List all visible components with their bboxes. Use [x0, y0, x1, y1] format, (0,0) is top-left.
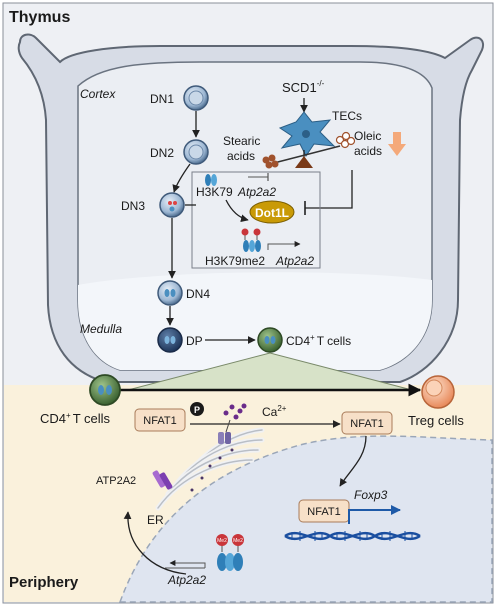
treg-cell [421, 375, 455, 409]
oleic-label-2: acids [354, 144, 382, 158]
dp-cell [157, 327, 183, 353]
calcium-label: Ca2+ [262, 404, 287, 419]
stearic-label-2: acids [227, 149, 255, 163]
nfat1-left-box [134, 408, 186, 432]
dot1l-methylation-arrow [225, 199, 249, 223]
atp2a2-gene-arrow [169, 560, 206, 568]
nucleosome-methylated-icon [241, 228, 261, 252]
nucleosome-top-icon [205, 174, 217, 186]
treg-label: Treg cells [408, 413, 464, 428]
stearic-label-1: Stearic [223, 134, 260, 148]
medulla-label: Medulla [80, 322, 122, 336]
dp-label: DP [186, 334, 203, 348]
dot1l-label: Dot1L [255, 206, 289, 220]
oleic-label-1: Oleic [354, 129, 381, 143]
oleic-decrease-arrow [388, 132, 406, 156]
h3k79-label: H3K79 [196, 185, 233, 199]
nfat1-mid-label: NFAT1 [350, 418, 383, 430]
cd4-thymus-cell [257, 327, 283, 353]
atp2a2-expression-arrow [123, 511, 187, 575]
dot1l-enzyme [249, 200, 295, 224]
calcium-release-line [225, 419, 231, 433]
dn1-cell [183, 85, 209, 111]
foxp3-activation-arrow [348, 505, 401, 524]
fulcrum-triangle [295, 156, 313, 168]
me2-label-1: Me2 [217, 538, 227, 544]
dn4-cell [157, 280, 183, 306]
ip3-channel-icon [218, 432, 231, 444]
er-label: ER [147, 513, 164, 527]
cd4-periphery-cell [89, 374, 121, 406]
dna-helix [284, 531, 421, 541]
atp2a2-gene-label: Atp2a2 [167, 573, 206, 587]
atp2a2-pump-icon [152, 470, 173, 490]
nfat1-nucleus-label: NFAT1 [307, 506, 340, 518]
atp2a2-bottom-label: Atp2a2 [275, 254, 314, 268]
dn2-label: DN2 [150, 146, 174, 160]
epigenetic-box [191, 171, 321, 269]
er-lumen-calcium [190, 448, 234, 492]
tec-nucleus [302, 130, 310, 138]
me2-label-2: Me2 [233, 538, 243, 544]
nfat1-mid-box [341, 411, 393, 435]
tecs-label: TECs [332, 109, 362, 123]
cd4-periphery-label: CD4+T cells [40, 411, 111, 426]
atp2a2-protein-label: ATP2A2 [96, 475, 136, 487]
stearic-acid-cluster [262, 154, 279, 169]
balance-beam [269, 145, 341, 165]
dn3-label: DN3 [121, 199, 145, 213]
periphery-label: Periphery [9, 574, 79, 591]
h3k79me2-label: H3K79me2 [205, 254, 265, 268]
phospho-label: P [194, 405, 200, 415]
scd1-label: SCD1-/- [282, 79, 325, 95]
dn1-label: DN1 [150, 92, 174, 106]
dn4-label: DN4 [186, 287, 210, 301]
dn3-cell [159, 192, 185, 218]
dn2-cell [183, 139, 209, 165]
foxp3-label: Foxp3 [354, 488, 388, 502]
phospho-badge [190, 402, 204, 416]
calcium-ions [223, 403, 247, 420]
atp2a2-activation-arrow [267, 241, 301, 250]
dn2-to-dn3-arrow [172, 163, 191, 193]
cd4-thymus-label: CD4+T cells [286, 333, 351, 348]
nfat1-left-label: NFAT1 [143, 415, 176, 427]
atp2a2-top-label: Atp2a2 [237, 185, 276, 199]
oleic-acid-cluster [335, 131, 356, 149]
medulla-region [78, 272, 432, 370]
oleic-inhibit-line [305, 170, 353, 209]
cortex-label: Cortex [80, 87, 116, 101]
nucleosome-me2-icon: Me2 Me2 [216, 534, 244, 571]
nfat1-nuclear-arrow [339, 435, 367, 487]
thymus-label: Thymus [9, 9, 70, 26]
